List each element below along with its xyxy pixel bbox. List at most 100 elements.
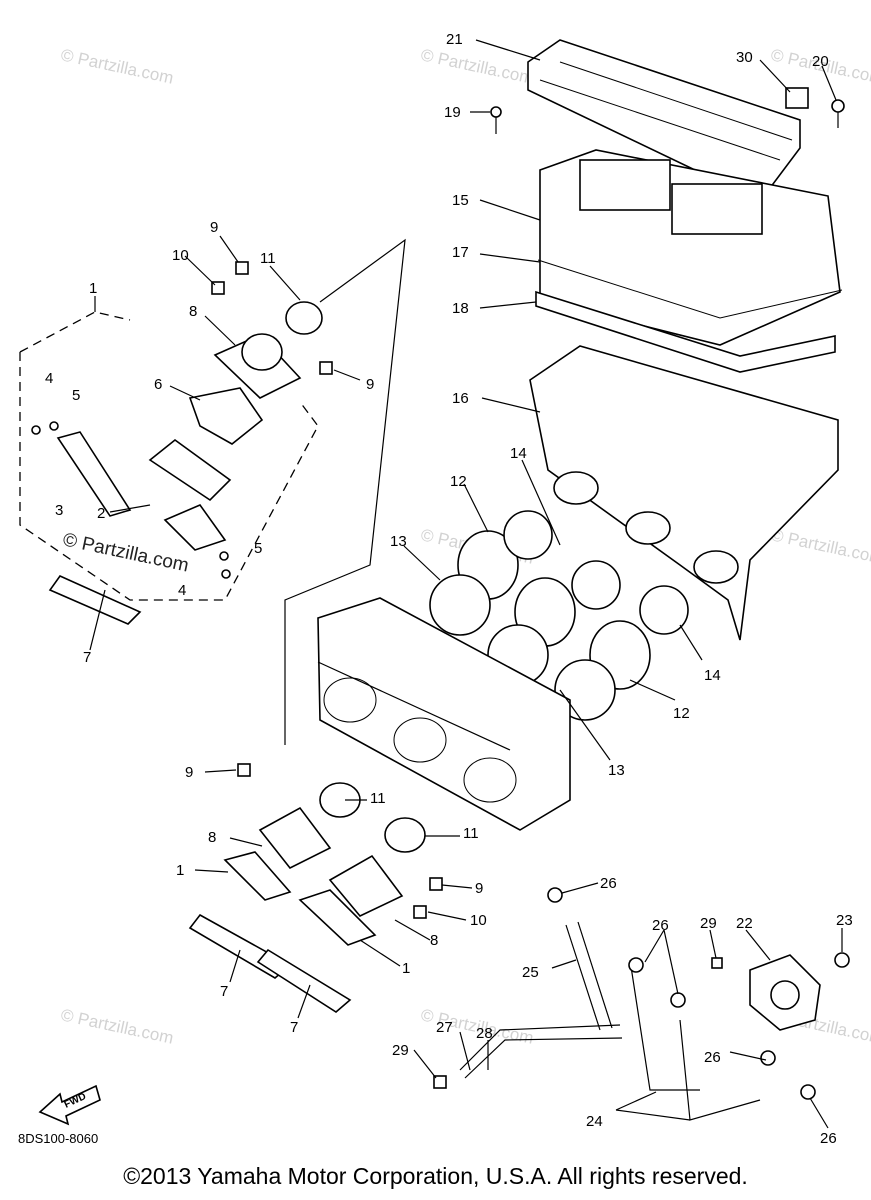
bolt-part-9 xyxy=(237,763,251,777)
gasket-part-7 xyxy=(48,575,142,625)
grommet-part-30 xyxy=(785,87,809,109)
hose-clamp xyxy=(384,817,426,853)
carburetor-bank xyxy=(317,597,571,831)
air-filter-case-lower xyxy=(529,345,839,641)
bolt-part-9 xyxy=(235,261,249,275)
reed-valve-part-4 xyxy=(163,504,227,551)
forward-arrow: FWD xyxy=(38,1084,101,1126)
callout-16: 16 xyxy=(452,390,469,407)
cap-ribs xyxy=(539,61,793,161)
reed-valve-body xyxy=(148,438,232,502)
carburetor-bowl xyxy=(463,757,517,803)
callout-7: 7 xyxy=(290,1019,298,1036)
callout-17: 17 xyxy=(452,244,469,261)
hose-part-28 xyxy=(459,1024,621,1071)
hose-part-28 xyxy=(464,1037,623,1079)
hose-clamp xyxy=(429,574,491,636)
callout-8: 8 xyxy=(189,303,197,320)
callout-9: 9 xyxy=(366,376,374,393)
case-upper-duct xyxy=(671,183,763,235)
hose-clamp xyxy=(639,585,689,635)
reed-valve-part-6 xyxy=(188,387,264,445)
callout-25: 25 xyxy=(522,964,539,981)
intake-manifold xyxy=(258,806,332,870)
callout-18: 18 xyxy=(452,300,469,317)
reed-valve-part-3 xyxy=(56,431,132,517)
screw-part-19 xyxy=(490,106,502,118)
callout-26: 26 xyxy=(704,1049,721,1066)
callout-1: 1 xyxy=(402,960,410,977)
callout-1: 1 xyxy=(89,280,97,297)
callout-14: 14 xyxy=(510,445,527,462)
callout-13: 13 xyxy=(608,762,625,779)
callout-26: 26 xyxy=(820,1130,837,1147)
bolt-part-20 xyxy=(831,99,845,113)
intake-manifold-throat xyxy=(241,333,283,371)
callout-13: 13 xyxy=(390,533,407,550)
watermark: © Partzilla.com xyxy=(61,529,191,576)
clip-part-26 xyxy=(800,1084,816,1100)
washer-part-5 xyxy=(49,421,59,431)
callout-14: 14 xyxy=(704,667,721,684)
callout-9: 9 xyxy=(185,764,193,781)
callout-28: 28 xyxy=(476,1025,493,1042)
callout-8: 8 xyxy=(208,829,216,846)
callout-7: 7 xyxy=(220,983,228,1000)
washer-part-5 xyxy=(219,551,229,561)
screw-part-4 xyxy=(31,425,41,435)
callout-11: 11 xyxy=(260,250,276,267)
callout-29: 29 xyxy=(700,915,717,932)
callout-26: 26 xyxy=(600,875,617,892)
watermark: © Partzilla.com xyxy=(419,45,535,87)
callout-15: 15 xyxy=(452,192,469,209)
callout-4: 4 xyxy=(178,582,186,599)
clip-part-26 xyxy=(547,887,563,903)
case-outlet xyxy=(693,550,739,584)
case-outlet xyxy=(553,471,599,505)
callout-4: 4 xyxy=(45,370,53,387)
bolt-part-9 xyxy=(319,361,333,375)
clip-part-29 xyxy=(433,1075,447,1089)
callout-30: 30 xyxy=(736,49,753,66)
callout-22: 22 xyxy=(736,915,753,932)
callout-21: 21 xyxy=(446,31,463,48)
fuel-pump-assembly xyxy=(433,887,850,1121)
callout-23: 23 xyxy=(836,912,853,929)
callout-2: 2 xyxy=(97,505,105,522)
watermark: © Partzilla.com xyxy=(59,1005,175,1047)
case-upper-duct xyxy=(579,159,671,211)
carburetor-rail xyxy=(317,661,511,751)
clip-part-26 xyxy=(628,957,644,973)
seal-line xyxy=(537,259,843,319)
reed-valve-group-lower xyxy=(188,763,443,1013)
leader-lines xyxy=(89,39,843,1129)
gasket-part-7 xyxy=(256,948,352,1013)
callout-19: 19 xyxy=(444,104,461,121)
watermark: © Partzilla.com xyxy=(769,525,871,567)
reed-valve-part-1 xyxy=(298,889,377,946)
hose-part-24 xyxy=(629,959,761,1121)
callout-9: 9 xyxy=(475,880,483,897)
callout-3: 3 xyxy=(55,502,63,519)
air-filter-case-assembly xyxy=(490,39,845,641)
callout-11: 11 xyxy=(463,825,479,842)
callout-9: 9 xyxy=(210,219,218,236)
callout-29: 29 xyxy=(392,1042,409,1059)
carburetor-bowl xyxy=(393,717,447,763)
diagram-code: 8DS100-8060 xyxy=(18,1131,99,1146)
callout-5: 5 xyxy=(72,387,80,404)
callout-numbers: 21 30 20 19 15 17 18 16 14 12 13 14 12 1… xyxy=(45,31,853,1147)
callout-10: 10 xyxy=(470,912,487,929)
callout-12: 12 xyxy=(673,705,690,722)
clip-part-26 xyxy=(760,1050,776,1066)
intake-manifold xyxy=(328,854,404,917)
callout-11: 11 xyxy=(370,790,386,807)
air-filter-element xyxy=(535,290,836,373)
nut-part-23 xyxy=(834,952,850,968)
callout-20: 20 xyxy=(812,53,829,70)
callout-6: 6 xyxy=(154,376,162,393)
callout-10: 10 xyxy=(172,247,189,264)
hose-clamp xyxy=(285,301,323,335)
